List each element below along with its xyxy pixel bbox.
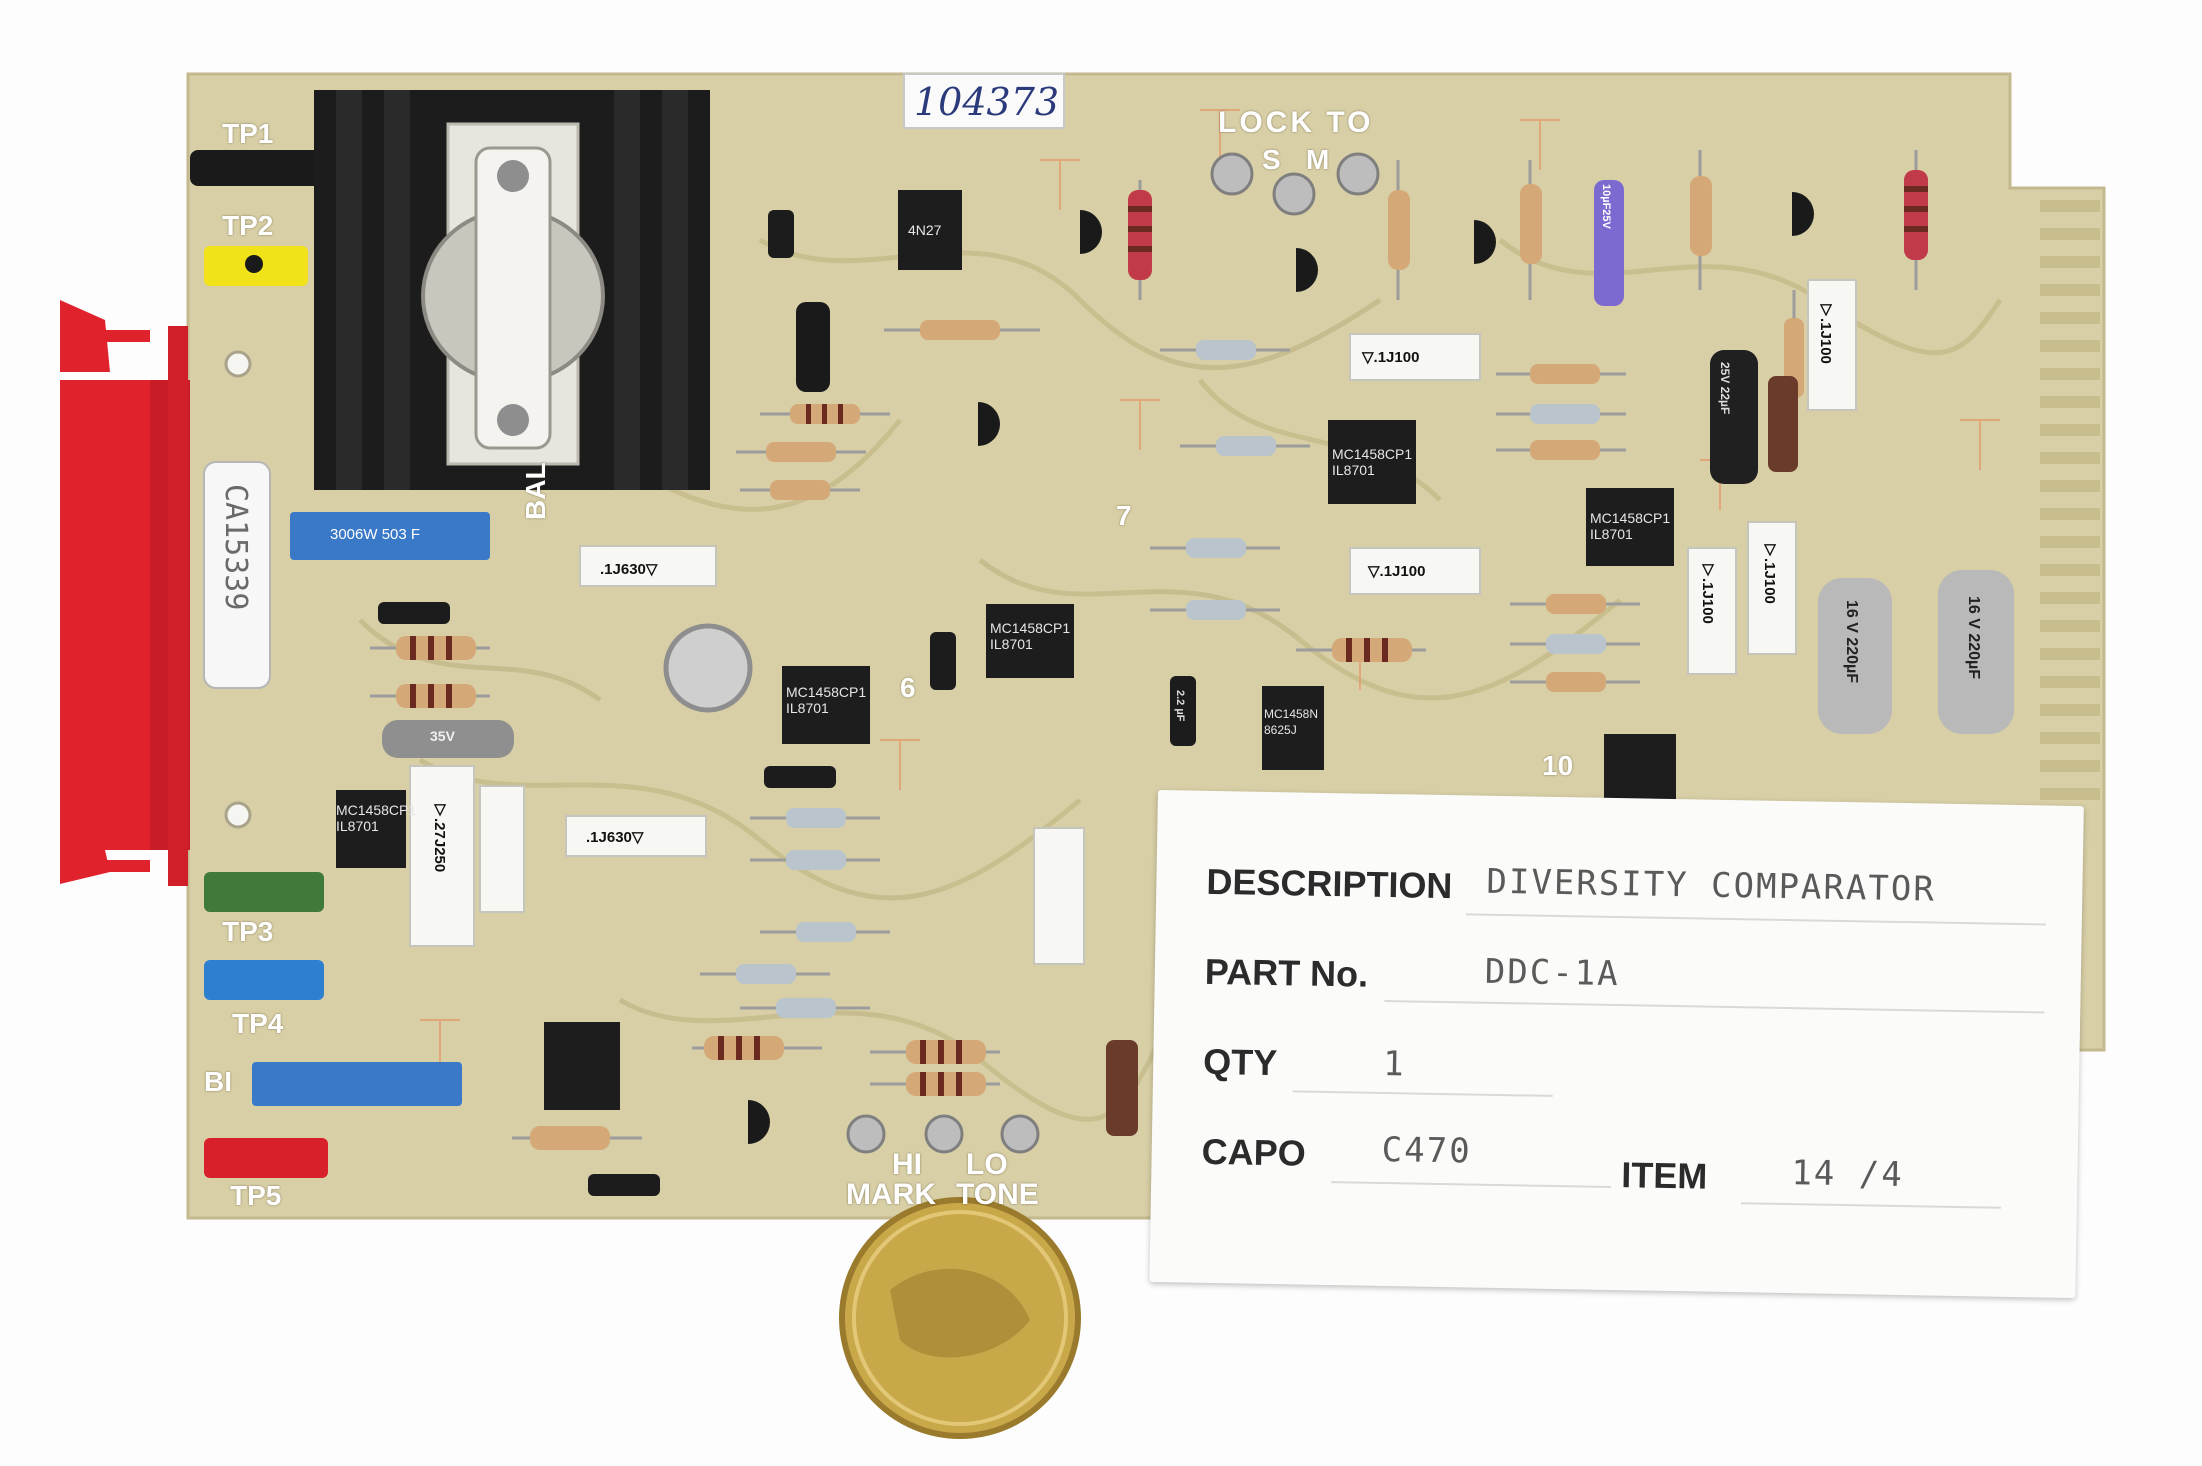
- serial-tag-text: CA15339: [218, 484, 253, 611]
- handwritten-number: 104373: [914, 80, 1060, 124]
- heatsink: [314, 90, 710, 490]
- trimmer-top: [290, 512, 490, 560]
- cap-label-1: ▽.1J100: [1362, 349, 1420, 366]
- silk-marks: [420, 109, 2000, 1070]
- qty-key: QTY: [1202, 1040, 1278, 1084]
- small-cap-marking: 35V: [430, 728, 455, 744]
- tp4-label: TP4: [232, 1008, 284, 1039]
- test-point-pins: [190, 150, 328, 1178]
- bi-label: BI: [204, 1066, 232, 1097]
- edge-connector-fingers: [2040, 200, 2100, 800]
- pad-7-label: 7: [1116, 500, 1132, 531]
- item-key: ITEM: [1620, 1154, 1708, 1197]
- trimmer-marking: 3006W 503 F: [330, 526, 421, 543]
- capo-key: CAPO: [1201, 1130, 1307, 1174]
- pad-6-label: 6: [900, 672, 916, 703]
- tantalum-marking: 10µF25V: [1600, 184, 1612, 229]
- big-cap-marking-1: 16 V 220µF: [1843, 600, 1860, 684]
- cap-label-7: .1J630▽: [600, 561, 658, 578]
- cap-label-8: .1J630▽: [586, 829, 644, 846]
- capo-value: C470: [1381, 1129, 1472, 1172]
- s-label: S: [1262, 144, 1281, 175]
- handwritten-tag: [903, 73, 1065, 129]
- m-label: M: [1306, 144, 1330, 175]
- tp2-label: TP2: [222, 210, 274, 241]
- diode-marking: 2.2 µF: [1174, 690, 1186, 722]
- electrolytic-capacitors: [382, 180, 2014, 758]
- cap-label-6: ▽.27J250: [431, 800, 448, 873]
- metal-cans: [846, 152, 1380, 1154]
- lo-label: LO: [966, 1148, 1008, 1181]
- pad-10-label: 10: [1542, 750, 1574, 781]
- bal-label: BAL: [520, 462, 551, 520]
- cap-label-3: ▽.1J100: [1817, 300, 1834, 364]
- cap-label-5: ▽.1J100: [1761, 540, 1778, 604]
- optocoupler-marking: 4N27: [908, 222, 942, 238]
- electrolytic-marking: 25V 22µF: [1718, 362, 1732, 415]
- resistors: [370, 150, 1928, 1150]
- tp3-label: TP3: [222, 916, 274, 947]
- cap-label-2: ▽.1J100: [1368, 563, 1426, 580]
- mounting-holes: [224, 350, 252, 829]
- item-value: 14 /4: [1791, 1153, 1905, 1196]
- lock-to-label: LOCK TO: [1218, 106, 1374, 139]
- serial-tag: [203, 461, 271, 689]
- description-value: DIVERSITY COMPARATOR: [1486, 861, 1937, 910]
- part-label-sticker: DESCRIPTION DIVERSITY COMPARATOR PART No…: [1149, 790, 2084, 1299]
- qty-value: 1: [1382, 1043, 1407, 1085]
- diodes: [378, 210, 1196, 1196]
- coin: [839, 1197, 1081, 1439]
- transistors: [748, 192, 1814, 1144]
- big-cap-marking-2: 16 V 220µF: [1965, 596, 1982, 680]
- dip-ics: [336, 190, 1676, 1110]
- tp5-label: TP5: [230, 1180, 282, 1211]
- metal-can-ic: [663, 623, 753, 713]
- description-key: DESCRIPTION: [1206, 860, 1453, 907]
- cap-label-4: ▽.1J100: [1699, 560, 1716, 624]
- part-no-key: PART No.: [1204, 950, 1369, 995]
- tone-label: TONE: [956, 1178, 1039, 1211]
- red-card-ejector: [60, 300, 190, 886]
- part-no-value: DDC-1A: [1484, 951, 1621, 995]
- hi-label: HI: [892, 1148, 922, 1181]
- mark-label: MARK: [846, 1178, 936, 1211]
- trimmer-bottom: [252, 1062, 462, 1106]
- film-capacitors: [409, 279, 1857, 965]
- tp1-label: TP1: [222, 118, 274, 149]
